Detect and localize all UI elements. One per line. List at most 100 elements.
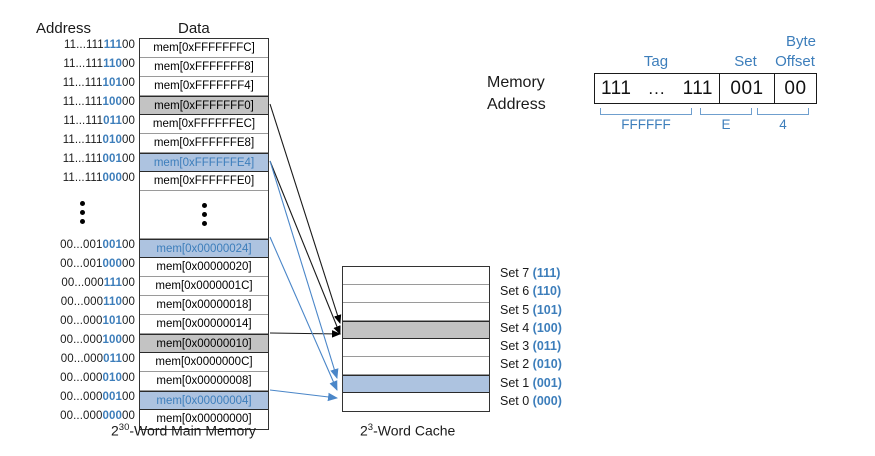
- cache-caption-rest: -Word Cache: [373, 422, 456, 439]
- arrow-ffffffe4-upper-to-set4: [269, 160, 341, 335]
- cache-set-bits: (101): [532, 302, 562, 317]
- address-set-bits: 101: [102, 315, 122, 327]
- address-set-bits: 110: [103, 296, 122, 308]
- cache-set-row: [343, 285, 489, 303]
- arrow-fffffff0-to-set4: [269, 103, 342, 324]
- address-column-ellipsis: [30, 188, 135, 236]
- cache-set-row: [343, 321, 489, 339]
- memory-address-bits: 11...11101000: [30, 131, 135, 150]
- memory-cell-value: mem[0x0000000C]: [155, 356, 253, 368]
- memory-table-row: mem[0xFFFFFFE8]: [140, 134, 268, 153]
- address-set-bits: 001: [102, 153, 122, 165]
- address-tag-bits: 11...111: [62, 77, 103, 89]
- cache-set-labels: Set 7 (111)Set 6 (110)Set 5 (101)Set 4 (…: [500, 264, 562, 410]
- tag-field: 111 ... 111: [595, 74, 719, 103]
- cache-set-label: Set 0 (000): [500, 392, 562, 410]
- memory-address-bits: 00...00100100: [30, 236, 135, 255]
- cache-set-row: [343, 339, 489, 357]
- address-tag-bits: 11...111: [62, 153, 103, 165]
- memory-address-label-line2: Address: [487, 96, 546, 113]
- address-set-bits: 011: [103, 115, 122, 127]
- memory-address-label-line1: Memory: [487, 74, 545, 91]
- memory-address-bits: 11...11111000: [30, 55, 135, 74]
- address-tag-bits: 11...111: [62, 96, 103, 108]
- memory-address-bits: 00...00010000: [30, 331, 135, 350]
- main-memory-caption-exponent: 30: [118, 422, 130, 433]
- cache-set-row: [343, 357, 489, 375]
- offset-hex-label: 4: [779, 117, 787, 132]
- memory-table-row: mem[0x00000010]: [140, 334, 268, 353]
- set-hex-label: E: [721, 117, 731, 132]
- memory-table-row: mem[0xFFFFFFFC]: [140, 39, 268, 58]
- address-tag-bits: 11...111: [63, 39, 104, 51]
- address-offset-bits: 00: [122, 58, 135, 70]
- address-offset-bits: 00: [122, 39, 135, 51]
- address-offset-bits: 00: [122, 410, 135, 422]
- address-offset-bits: 00: [122, 296, 135, 308]
- cache-caption: 23-Word Cache: [360, 422, 455, 439]
- cache-set-bits: (011): [532, 339, 562, 354]
- address-set-bits: 001: [102, 391, 122, 403]
- memory-cell-value: mem[0x00000024]: [156, 243, 252, 255]
- address-tag-bits: 00...000: [60, 353, 104, 365]
- memory-cell-value: mem[0x00000008]: [156, 375, 252, 387]
- cache-set-bits: (110): [532, 284, 562, 299]
- memory-cell-value: mem[0xFFFFFFF8]: [154, 61, 254, 73]
- memory-cell-value: mem[0xFFFFFFE4]: [153, 157, 255, 169]
- memory-cell-value: mem[0xFFFFFFE8]: [153, 137, 255, 149]
- memory-address-bits: 11...11111100: [30, 36, 135, 55]
- cache-set-name: Set 0: [500, 394, 530, 409]
- cache-set-row: [343, 303, 489, 321]
- memory-address-bits: 00...00011100: [30, 274, 135, 293]
- address-tag-bits: 00...000: [60, 296, 104, 308]
- address-set-bits: 000: [102, 258, 122, 270]
- address-tag-bits: 00...001: [60, 239, 103, 251]
- address-column-header: Address: [36, 20, 92, 37]
- memory-table-row: mem[0x00000008]: [140, 372, 268, 391]
- address-offset-bits: 00: [122, 277, 135, 289]
- address-offset-bits: 00: [122, 372, 135, 384]
- address-set-bits: 001: [102, 239, 122, 251]
- main-memory-caption: 230-Word Main Memory: [111, 422, 256, 439]
- memory-table-row: mem[0xFFFFFFE0]: [140, 172, 268, 191]
- address-set-bits: 100: [102, 334, 122, 346]
- address-offset-bits: 00: [122, 391, 135, 403]
- cache-set-label: Set 4 (100): [500, 319, 562, 337]
- cache-caption-exponent: 3: [367, 422, 374, 433]
- memory-address-bits: 00...00001000: [30, 369, 135, 388]
- address-offset-bits: 00: [122, 239, 135, 251]
- cache-set-bits: (111): [532, 266, 561, 280]
- address-offset-bits: 00: [122, 77, 135, 89]
- address-set-bits: 111: [103, 39, 122, 51]
- memory-cell-value: mem[0xFFFFFFF0]: [154, 100, 254, 112]
- memory-cell-value: mem[0x00000004]: [156, 395, 252, 407]
- memory-table-row: mem[0x00000000]: [140, 410, 268, 429]
- main-memory-caption-rest: -Word Main Memory: [129, 422, 256, 439]
- memory-table-row: mem[0x00000020]: [140, 258, 268, 277]
- address-tag-bits: 00...000: [60, 391, 103, 403]
- memory-table-row: mem[0xFFFFFFF0]: [140, 96, 268, 115]
- memory-table-row: mem[0x00000004]: [140, 391, 268, 410]
- main-memory-table: mem[0xFFFFFFFC] mem[0xFFFFFFF8] mem[0xFFFF…: [139, 38, 269, 430]
- memory-cell-value: mem[0xFFFFFFFC]: [153, 42, 255, 54]
- cache-set-bits: (001): [532, 375, 562, 390]
- memory-address-bits: 00...00000100: [30, 388, 135, 407]
- arrow-00000024-to-set1: [269, 236, 338, 391]
- cache-set-label: Set 3 (011): [500, 337, 562, 355]
- byte-offset-field-title-line1: Byte: [785, 33, 816, 50]
- address-offset-bits: 00: [122, 134, 135, 146]
- memory-address-bits: 00...00000000: [30, 407, 135, 426]
- memory-cell-value: mem[0xFFFFFFE0]: [153, 175, 255, 187]
- cache-set-name: Set 4: [500, 320, 530, 335]
- cache-set-bits: (010): [532, 357, 562, 372]
- memory-address-bits: 00...00010100: [30, 312, 135, 331]
- cache-set-bits: (000): [532, 394, 562, 409]
- memory-address-bits: 11...11101100: [30, 112, 135, 131]
- address-offset-bits: 00: [122, 353, 135, 365]
- memory-cell-value: mem[0xFFFFFFF4]: [154, 80, 254, 92]
- offset-hex-brace: [757, 108, 809, 115]
- address-set-bits: 011: [103, 353, 122, 365]
- cache-set-row: [343, 393, 489, 411]
- memory-table-row: mem[0x0000001C]: [140, 277, 268, 296]
